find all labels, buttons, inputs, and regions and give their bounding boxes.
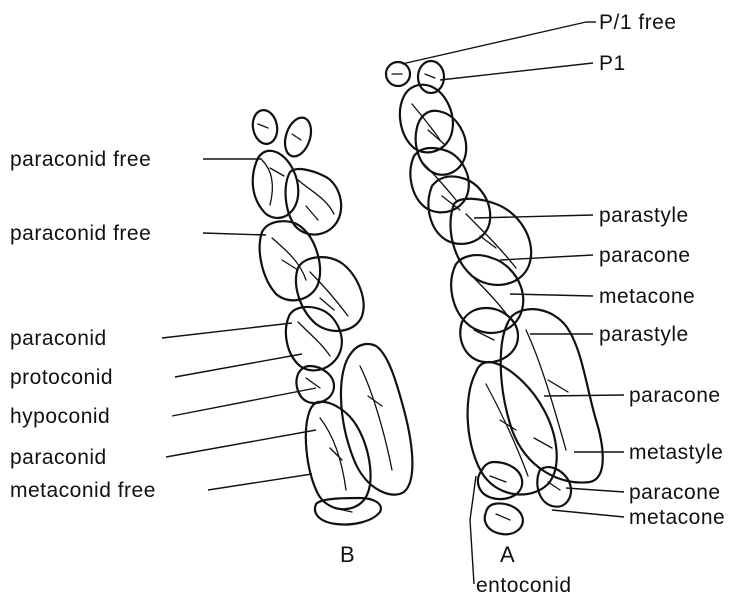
specimen-b-teeth	[250, 108, 412, 524]
label-paraconid-free-1: paraconid free	[10, 148, 151, 171]
label-p1-free: P/1 free	[599, 11, 677, 34]
specimen-b-labels: paraconid free paraconid free paraconid …	[10, 148, 156, 502]
label-paracone-1: paracone	[599, 244, 691, 267]
specimen-b-letter: B	[340, 542, 355, 567]
specimen-a-labels: P/1 free P1 parastyle paracone metacone …	[476, 11, 725, 597]
label-metaconid-free: metaconid free	[10, 479, 156, 502]
label-metacone-2: metacone	[629, 506, 725, 529]
specimen-a-teeth	[386, 61, 603, 534]
label-metacone-1: metacone	[599, 285, 695, 308]
specimen-a-letter: A	[500, 542, 515, 567]
label-paraconid-2: paraconid	[10, 446, 107, 469]
label-p1: P1	[599, 52, 626, 75]
label-paraconid-1: paraconid	[10, 327, 107, 350]
label-paracone-2: paracone	[629, 384, 721, 407]
label-parastyle-2: parastyle	[599, 323, 689, 346]
label-entoconid: entoconid	[476, 574, 572, 597]
label-protoconid: protoconid	[10, 366, 113, 389]
label-paraconid-free-2: paraconid free	[10, 222, 151, 245]
label-hypoconid: hypoconid	[10, 405, 110, 428]
label-parastyle-1: parastyle	[599, 204, 689, 227]
specimen-a-leaders	[402, 22, 624, 584]
label-paracone-3: paracone	[629, 481, 721, 504]
label-metastyle: metastyle	[629, 441, 723, 464]
